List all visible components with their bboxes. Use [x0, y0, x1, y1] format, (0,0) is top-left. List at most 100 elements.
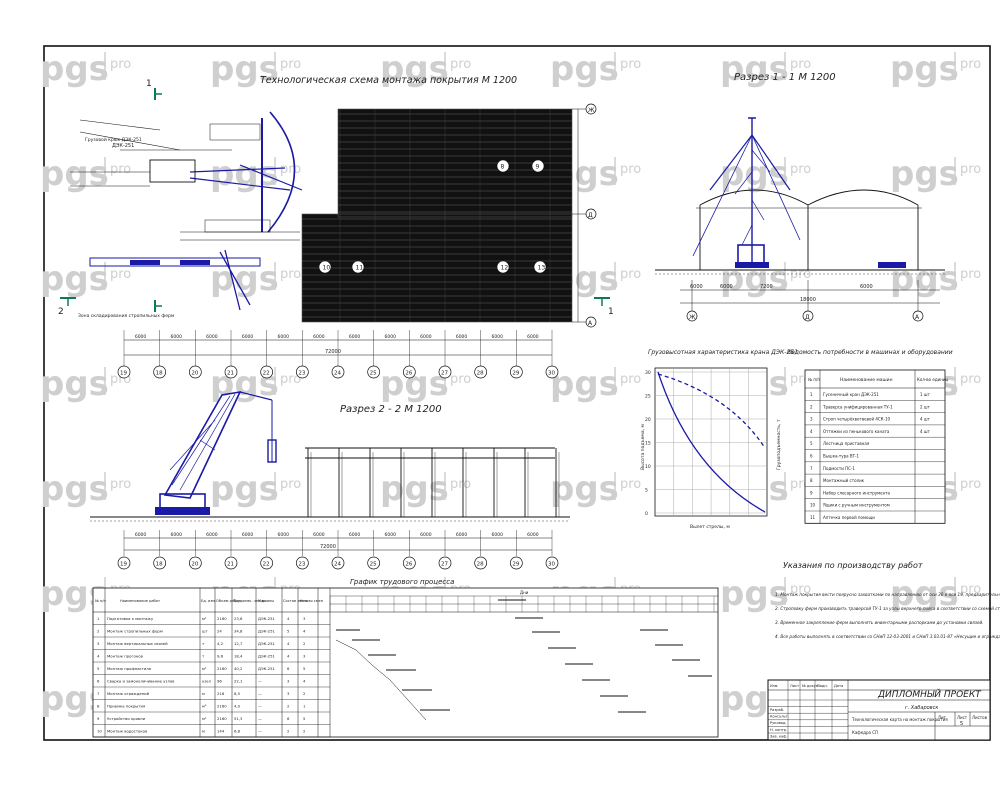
svg-text:А: А [915, 314, 920, 321]
stamp-subtitle: г. Хабаровск [905, 705, 938, 711]
schedule-cell: 12,7 [234, 641, 243, 646]
instructions-text: 1. Монтаж покрытия вести поярусно захват… [775, 592, 1000, 639]
equipment-cell-qty: 4 шт [920, 417, 930, 422]
schedule-cell: 8,5 [234, 691, 241, 696]
schedule-header: Объем работ [216, 599, 241, 603]
schedule-header: Ед. изм. [201, 599, 216, 603]
schedule-header: Машины [258, 599, 274, 603]
drawing-frame [43, 45, 991, 741]
schedule-cell: Приемка покрытия [107, 704, 145, 709]
watermark-suffix: pro [110, 477, 131, 492]
plan-axis-circle [117, 365, 131, 379]
equipment-cell-name: Оттяжки из пенькового каната [823, 429, 890, 434]
section11-title: Разрез 1 - 1 М 1200 [734, 72, 836, 83]
section22-axis-circle [474, 556, 488, 570]
watermark-suffix: pro [960, 162, 981, 177]
equipment-cell-name: Лестница приставная [823, 441, 870, 446]
schedule-cell: шт [202, 629, 208, 634]
svg-text:ДЭК-251: ДЭК-251 [112, 143, 134, 149]
watermark-suffix: pro [790, 582, 811, 597]
schedule-cell: Сварка и замоноличивание узлов [107, 679, 175, 684]
schedule-cell: 4 [97, 654, 100, 659]
schedule-cell: ДЭК-251 [258, 629, 276, 634]
plan-axis-circle [188, 365, 202, 379]
schedule-cell: 2 [303, 729, 306, 734]
equipment-cell-name: Строп четырёхветвевой 4СК-10 [823, 417, 890, 422]
scheme-title: Технологическая схема монтажа покрытия М… [260, 75, 517, 86]
schedule-cell: — [258, 691, 262, 696]
watermark-text: pgs [720, 49, 789, 89]
equipment-cell-no: 11 [810, 515, 816, 520]
plan-axis-letter-zh: Ж [588, 107, 595, 114]
chart-y-tick: 30 [645, 370, 651, 376]
plan-axis-circle [367, 365, 381, 379]
svg-text:1: 1 [608, 307, 614, 317]
schedule-cell: 1 [97, 616, 100, 621]
gantt-labor-line [335, 639, 427, 721]
plan-span-dim: 6000 [385, 334, 397, 340]
schedule-cell: т [202, 641, 205, 646]
watermark-text: pgs [210, 259, 279, 299]
schedule-cell: Монтаж стропильных ферм [107, 629, 163, 634]
svg-text:6000: 6000 [720, 284, 733, 290]
chart-ylabel: Высота подъема, м [640, 424, 646, 470]
plan-axis-circle [474, 365, 488, 379]
plan-axis-number: 20 [191, 371, 198, 377]
truss-storage-zone: Зона складирования стропильных ферм [78, 249, 261, 319]
section22-axis-circle [509, 556, 523, 570]
watermark-text: pgs [40, 154, 109, 194]
schedule-cell: 3 [303, 616, 306, 621]
section22-axis-number: 20 [191, 562, 198, 568]
watermark-text: pgs [720, 574, 789, 614]
equipment-cell-name: Траверса унифицированная ТУ-1 [822, 404, 893, 409]
equipment-cell-name: Набор слесарного инструмента [823, 490, 891, 495]
equipment-cell-name: Аптечка первой помощи [823, 515, 875, 520]
chart-y-tick: 20 [645, 417, 651, 423]
section22-span-dim: 6000 [527, 532, 539, 538]
watermark-text: pgs [40, 469, 109, 509]
watermark-suffix: pro [450, 477, 471, 492]
watermark-text: pgs [40, 364, 109, 404]
equipment-cell-no: 2 [810, 404, 813, 409]
schedule-cell: 10 [97, 729, 102, 734]
schedule-cell: 24 [217, 629, 222, 634]
section22-axis-circle [295, 556, 309, 570]
section22-axis-circle [402, 556, 416, 570]
schedule-cell: 2 [303, 641, 306, 646]
watermark-suffix: pro [280, 267, 301, 282]
section-marker-1: 1 [146, 79, 162, 312]
schedule-cell: 5 [97, 666, 100, 671]
svg-text:1: 1 [146, 79, 152, 89]
roof-tag-label: 9 [536, 164, 540, 171]
roof-tag-label: 8 [501, 164, 505, 171]
watermark-suffix: pro [960, 477, 981, 492]
section22-span-dim: 6000 [456, 532, 468, 538]
schedule-cell: 6 [287, 666, 290, 671]
roof-tag-label: 13 [538, 265, 546, 272]
schedule-cell: ДЭК-251 [258, 641, 276, 646]
schedule-cell: — [258, 729, 262, 734]
schedule-header: № п/п [95, 599, 106, 603]
watermark-text: pgs [210, 49, 279, 89]
schedule-cell: 40,2 [234, 666, 243, 671]
plan-span-dim: 6000 [420, 334, 432, 340]
watermark-text: pgs [890, 574, 959, 614]
schedule-cell: 2160 [217, 616, 227, 621]
section22-axis-circle [367, 556, 381, 570]
schedule-cell: узел [202, 679, 212, 684]
stamp-role: Н. контр. [770, 728, 787, 732]
instruction-line: 1. Монтаж покрытия вести поярусно захват… [775, 592, 1000, 597]
section22-span-dim: 6000 [135, 532, 147, 538]
equipment-cell-qty: 1 шт [920, 392, 930, 397]
chart-y-tick: 25 [645, 394, 651, 400]
section22-span-dim: 6000 [492, 532, 504, 538]
instruction-line: 4. Все работы выполнять в соответствии с… [775, 634, 1000, 639]
stamp-role: Руковод. [770, 721, 787, 725]
section22-axis-number: 28 [477, 562, 484, 568]
chart-y-tick: 0 [645, 511, 648, 517]
plan-axis-number: 19 [120, 371, 127, 377]
plan-span-dim: 6000 [135, 334, 147, 340]
section22-axis-circle [260, 556, 274, 570]
watermark-suffix: pro [620, 267, 641, 282]
watermark-suffix: pro [620, 372, 641, 387]
